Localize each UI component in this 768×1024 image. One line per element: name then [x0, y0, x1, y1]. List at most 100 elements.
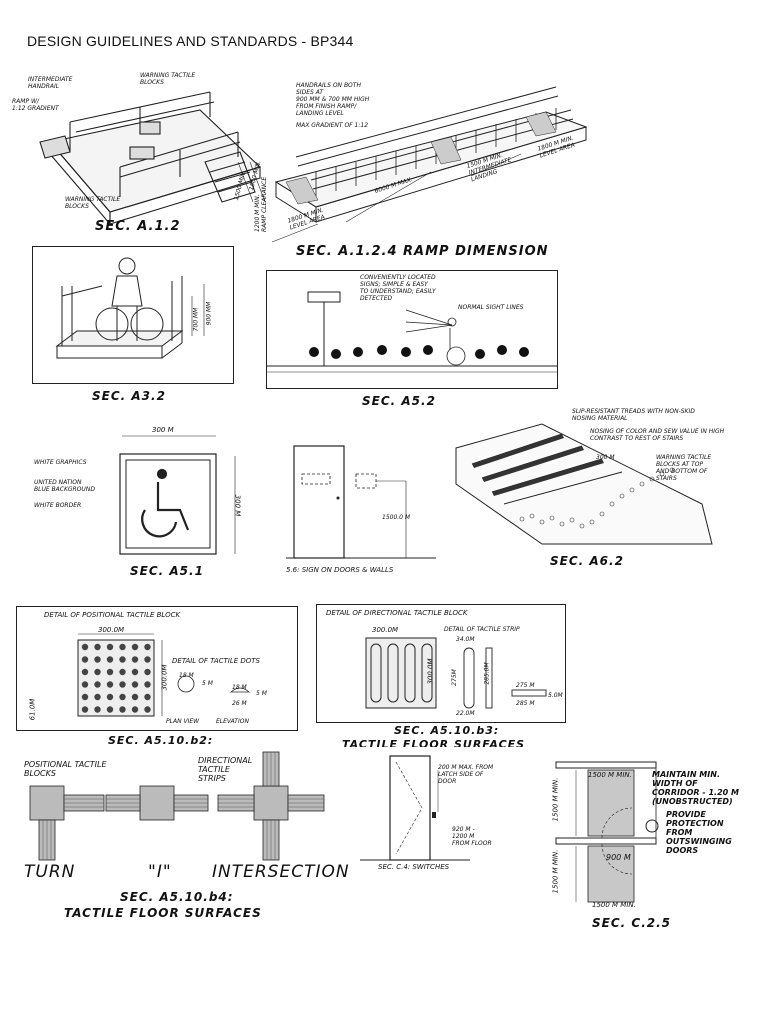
label-turn: TURN: [24, 862, 76, 882]
tactile-dot: [119, 643, 126, 651]
figure-c4: 200 m MAX. FROM LATCH SIDE OF DOOR 920 m…: [360, 752, 500, 874]
caption-sec-a3-2: SEC. A3.2: [92, 389, 166, 403]
figure-a5-1: 300 m 300 m WHITE GRAPHICS UNITED NATION…: [30, 424, 252, 584]
label-dot-h2: 5 m: [256, 690, 267, 697]
label-nosing-color: NOSING OF COLOR AND SEW VALUE IN HIGH CO…: [590, 428, 725, 442]
label-slip-resistant: SLIP-RESISTANT TREADS WITH NON-SKID NOSI…: [572, 408, 695, 422]
label-white-border: WHITE BORDER: [34, 502, 82, 509]
tactile-dot: [81, 656, 89, 663]
label-elev-285: 285 m: [516, 700, 535, 707]
caption-sec-a5-10-b2: SEC. A5.10.b2:: [108, 734, 214, 747]
signage-sightline-drawing: [266, 270, 558, 389]
label-dot-dia: 18 m: [179, 672, 194, 679]
tactile-dot: [131, 681, 139, 688]
figure-a5-10-b2: DETAIL OF POSITIONAL TACTILE BLOCK 300.0…: [16, 606, 298, 750]
directional-tactile-block-drawing: [316, 604, 566, 723]
label-blue-background: UNITED NATION BLUE BACKGROUND: [34, 479, 95, 493]
title-directional-block: DETAIL OF DIRECTIONAL TACTILE BLOCK: [326, 609, 468, 617]
label-elev-275: 275 m: [516, 682, 535, 689]
label-dot-h: 5 m: [202, 680, 213, 687]
label-pos-width: 300.0m: [98, 626, 125, 634]
figure-a6-2: SLIP-RESISTANT TREADS WITH NON-SKID NOSI…: [452, 404, 724, 576]
tactile-dot: [94, 681, 101, 688]
label-max-gradient: MAX GRADIENT OF 1:12: [296, 122, 369, 129]
wheelchair-symbol: [141, 468, 190, 538]
label-elevation: ELEVATION: [216, 718, 249, 725]
ramp-perspective-drawing: [39, 91, 266, 226]
title-positional-block: DETAIL OF POSITIONAL TACTILE BLOCK: [44, 611, 181, 619]
label-700mm: 700 MM: [192, 307, 200, 332]
label-corridor-left-top: 1500 m MIN.: [551, 777, 560, 822]
switch-location-drawing: [360, 755, 470, 861]
tactile-dot: [106, 706, 114, 713]
tactile-dot: [106, 693, 114, 701]
tactile-dot: [81, 643, 89, 651]
tactile-dot: [94, 656, 101, 663]
caption-sec-a1-2: SEC. A.1.2: [95, 219, 181, 234]
tactile-dot: [119, 656, 126, 663]
label-ramp-clearance: 1200 m MIN. RAMP CLEARANCE: [254, 176, 268, 232]
label-dir-width: 300.0m: [372, 626, 399, 634]
label-stair-warning: WARNING TACTILE BLOCKS AT TOP AND BOTTOM…: [656, 454, 712, 482]
strip-lines: [42, 752, 324, 860]
stair-nosings: [472, 434, 604, 496]
label-switch-floor: 920 m - 1200 m FROM FLOOR: [452, 826, 492, 847]
label-corridor-bottom: 1500 m MIN.: [592, 901, 636, 909]
tactile-dot: [131, 706, 139, 713]
tactile-dot: [119, 668, 126, 676]
figure-a1-2: INTERMEDIATE HANDRAIL WARNING TACTILE BL…: [10, 62, 272, 242]
caption-sec-a5-10-b3: SEC. A5.10.b3:: [394, 724, 500, 737]
tactile-dot: [106, 643, 114, 651]
label-elev-5: 5.0m: [548, 692, 563, 699]
label-dir-height: 300.0m: [426, 658, 435, 685]
tactile-dot: [144, 706, 151, 713]
tactile-dot: [119, 693, 126, 701]
label-positional-blocks: POSITIONAL TACTILE BLOCKS: [24, 760, 107, 778]
figure-a3-2: 700 MM 900 MM SEC. A3.2: [32, 246, 234, 411]
label-switch-latch: 200 m MAX. FROM LATCH SIDE OF DOOR: [438, 764, 494, 785]
label-intermediate-handrail: INTERMEDIATE HANDRAIL: [28, 76, 73, 90]
tactile-dot: [94, 706, 101, 713]
wheelchair-lift-drawing: [32, 246, 234, 384]
caption-sec-a1-2-4: SEC. A.1.2.4 RAMP DIMENSION: [296, 244, 549, 259]
tactile-dot: [106, 656, 114, 663]
label-handrails: HANDRAILS ON BOTH SIDES AT 900 mm & 700 …: [296, 82, 370, 117]
figure-a5-10-b3: DETAIL OF DIRECTIONAL TACTILE BLOCK 300.…: [316, 604, 566, 752]
caption-sec-a6-2: SEC. A6.2: [550, 554, 624, 568]
label-door-900: 900 m: [606, 853, 631, 862]
figure-a5-6: 1500.0 m 5.6: SIGN ON DOORS & WALLS: [286, 438, 446, 583]
label-warning-blocks-top: WARNING TACTILE BLOCKS: [140, 72, 196, 86]
accessibility-sign-drawing: [119, 435, 236, 555]
tactile-dot: [144, 693, 151, 701]
label-pos-height: 300.0m: [160, 664, 169, 691]
positional-tactile-block-drawing: [16, 606, 298, 731]
caption-sec-c2-5: SEC. C.2.5: [592, 916, 672, 930]
label-pos-side: 61.0m: [28, 698, 37, 721]
caption-sec-c4: SEC. C.4: SWITCHES: [378, 863, 450, 871]
tactile-dot: [94, 643, 101, 651]
caption-sec-a5-1: SEC. A5.1: [130, 564, 204, 578]
label-dot-w2: 26 m: [232, 700, 247, 707]
label-provide-protection: PROVIDE PROTECTION FROM OUTSWINGING DOOR…: [666, 810, 732, 855]
label-sign-width: 300 m: [152, 426, 174, 434]
label-corridor-top: 1500 m MIN.: [588, 771, 632, 779]
label-strip-title: DETAIL OF TACTILE STRIP: [444, 626, 520, 633]
door-sign-drawing: [286, 445, 436, 559]
label-corridor-left-bottom: 1500 m MIN.: [551, 849, 560, 894]
tactile-dot: [81, 668, 89, 676]
label-plan-view: PLAN VIEW: [166, 718, 200, 725]
tactile-dot: [131, 643, 139, 651]
tactile-dot: [94, 693, 101, 701]
ramp-dimension-drawing: [271, 86, 588, 243]
tactile-dot: [144, 668, 151, 676]
page-title: DESIGN GUIDELINES AND STANDARDS - BP344: [27, 33, 354, 49]
label-strip-275: 275m: [450, 669, 458, 686]
tactile-dot: [119, 706, 126, 713]
label-dot-w1: 18 m: [232, 684, 247, 691]
label-strip-34: 34.0m: [456, 636, 475, 643]
directional-bars: [370, 643, 433, 703]
corridor-door-drawing: [555, 761, 659, 903]
label-sign-height: 300 m: [233, 494, 242, 517]
label-i: "I": [148, 862, 172, 882]
tactile-dot: [106, 668, 114, 676]
